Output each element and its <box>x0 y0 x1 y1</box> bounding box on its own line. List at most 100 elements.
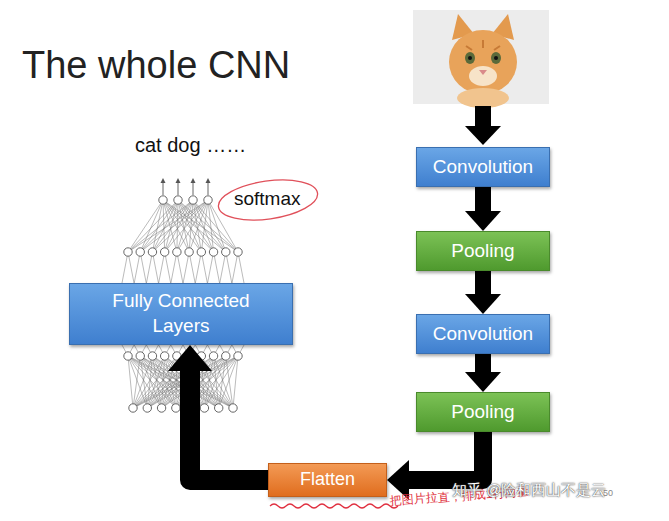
neuron <box>222 352 230 360</box>
neuron <box>174 196 182 204</box>
node-text: Pooling <box>451 239 514 264</box>
network-link <box>140 356 190 408</box>
neuron <box>197 248 205 256</box>
network-link <box>152 200 193 252</box>
network-link <box>140 200 193 252</box>
network-link <box>146 252 152 283</box>
output-arrow <box>191 178 196 195</box>
cat-eye <box>491 52 501 64</box>
network-link <box>128 252 134 283</box>
network-link <box>128 356 133 408</box>
neuron <box>172 404 180 412</box>
neuron <box>197 352 205 360</box>
network-link <box>176 356 189 408</box>
arrow-head <box>465 126 501 145</box>
network-link <box>159 252 165 283</box>
network-link <box>193 200 201 252</box>
network-link <box>147 356 201 408</box>
arrow-head <box>191 178 196 183</box>
network-link <box>176 356 238 408</box>
network-link <box>183 252 189 283</box>
convolution-box: Convolution <box>416 147 550 187</box>
arrow-head <box>161 178 166 183</box>
neuron <box>186 404 194 412</box>
arrow-shaft <box>475 106 491 128</box>
network-link <box>152 356 204 408</box>
network-link <box>176 356 226 408</box>
cat-eye <box>465 52 475 64</box>
watermark: 知乎 @险和西山不是云 <box>452 481 606 500</box>
neuron <box>159 196 167 204</box>
pooling-box: Pooling <box>416 231 550 271</box>
network-link <box>176 356 177 408</box>
node-text: Flatten <box>300 468 355 491</box>
flow-arrow <box>465 354 501 392</box>
output-classes: cat dog …… <box>135 134 246 157</box>
node-text: Pooling <box>451 400 514 425</box>
network-link <box>177 200 208 252</box>
network-link <box>220 252 226 283</box>
node-text: Convolution <box>433 155 533 180</box>
network-link <box>134 252 140 283</box>
neuron <box>160 248 168 256</box>
arrow-shaft <box>163 182 164 195</box>
output-arrows <box>161 178 211 195</box>
network-link <box>189 252 195 283</box>
network-link <box>177 200 193 252</box>
cat-head <box>449 30 517 94</box>
network-link <box>133 356 140 408</box>
network-link <box>140 252 146 283</box>
cat-body <box>457 88 509 108</box>
network-link <box>147 356 177 408</box>
network-link <box>128 200 208 252</box>
cat-nose <box>479 70 487 75</box>
arrow-head <box>168 345 212 371</box>
neuron <box>200 404 208 412</box>
network-link <box>232 252 238 283</box>
network-link <box>214 252 220 283</box>
network-link <box>147 356 189 408</box>
network-link <box>238 252 244 283</box>
network-link <box>190 356 226 408</box>
network-links <box>128 200 238 252</box>
network-link <box>171 252 177 283</box>
neuron <box>234 248 242 256</box>
network-links <box>128 356 238 408</box>
softmax-label: softmax <box>234 188 301 210</box>
cat-stripes <box>466 40 500 50</box>
neuron <box>173 248 181 256</box>
neuron <box>143 404 151 412</box>
flatten-box: Flatten <box>268 463 387 497</box>
neuron <box>136 248 144 256</box>
convolution-box: Convolution <box>416 314 550 354</box>
cat-photo <box>413 10 549 108</box>
arrow-head <box>176 178 181 183</box>
slide-title: The whole CNN <box>22 44 290 87</box>
network-link <box>133 356 238 408</box>
network-link <box>163 200 165 252</box>
network-link <box>140 200 163 252</box>
network-link <box>165 200 208 252</box>
arrow-shaft <box>475 271 491 295</box>
neuron <box>157 404 165 412</box>
network-link <box>140 356 233 408</box>
network-link <box>133 356 226 408</box>
neuron <box>148 248 156 256</box>
neuron <box>209 248 217 256</box>
node-text: Convolution <box>433 322 533 347</box>
flow-arrow <box>465 187 501 231</box>
slide-number: 50 <box>603 488 613 498</box>
neuron <box>222 248 230 256</box>
node-text: Fully Connected Layers <box>100 289 262 338</box>
network-link <box>128 200 178 252</box>
cat-muzzle <box>469 66 497 86</box>
arrow-shaft <box>408 432 483 480</box>
network-link <box>204 356 238 408</box>
neuron <box>234 352 242 360</box>
neuron <box>136 352 144 360</box>
red-circle-annotation <box>216 174 320 226</box>
network-link <box>128 200 163 252</box>
flow-arrow <box>168 345 268 480</box>
cat-pupil <box>468 56 472 60</box>
neuron <box>160 352 168 360</box>
